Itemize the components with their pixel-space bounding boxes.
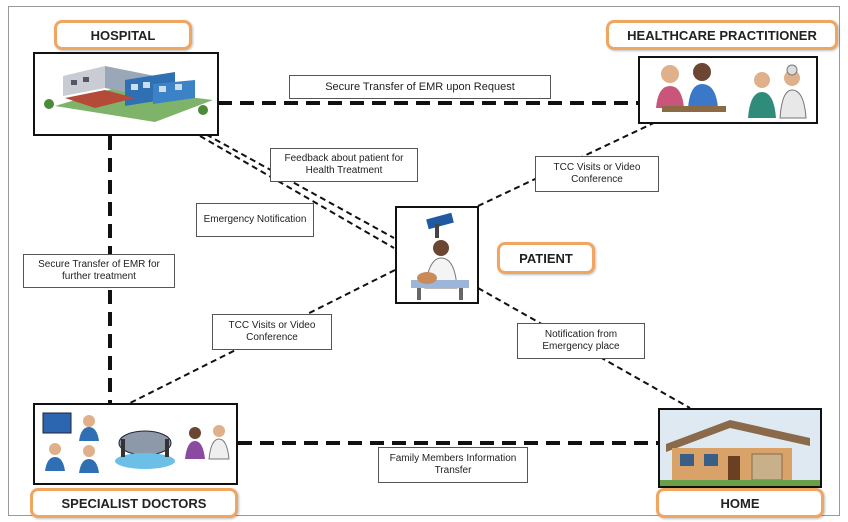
diagram-frame: [8, 6, 840, 516]
practitioner-image-box: [638, 56, 818, 124]
label-emergency-notification: Emergency Notification: [196, 203, 314, 237]
specialists-title: SPECIALIST DOCTORS: [30, 488, 238, 518]
label-notification-home: Notification from Emergency place: [517, 323, 645, 359]
hospital-building-icon: [44, 66, 213, 122]
specialist-conference-icon: [42, 412, 230, 473]
label-secure-transfer-emr-treatment: Secure Transfer of EMR for further treat…: [23, 254, 175, 288]
patient-image-box: [395, 206, 479, 304]
doctor-consultation-icon: [656, 63, 807, 119]
patient-xray-icon: [411, 212, 469, 300]
label-tcc-practitioner: TCC Visits or Video Conference: [535, 156, 659, 192]
line-emergency: [199, 135, 395, 249]
label-feedback: Feedback about patient for Health Treatm…: [270, 148, 418, 182]
home-image-box: [658, 408, 822, 488]
hospital-image-box: [33, 52, 219, 136]
house-icon: [660, 410, 820, 486]
specialists-image-box: [33, 403, 238, 485]
home-title: HOME: [656, 488, 824, 518]
label-tcc-specialists: TCC Visits or Video Conference: [212, 314, 332, 350]
label-family-transfer: Family Members Information Transfer: [378, 447, 528, 483]
hospital-title: HOSPITAL: [54, 20, 192, 50]
label-secure-transfer-emr-request: Secure Transfer of EMR upon Request: [289, 75, 551, 99]
patient-title: PATIENT: [497, 242, 595, 274]
practitioner-title: HEALTHCARE PRACTITIONER: [606, 20, 838, 50]
